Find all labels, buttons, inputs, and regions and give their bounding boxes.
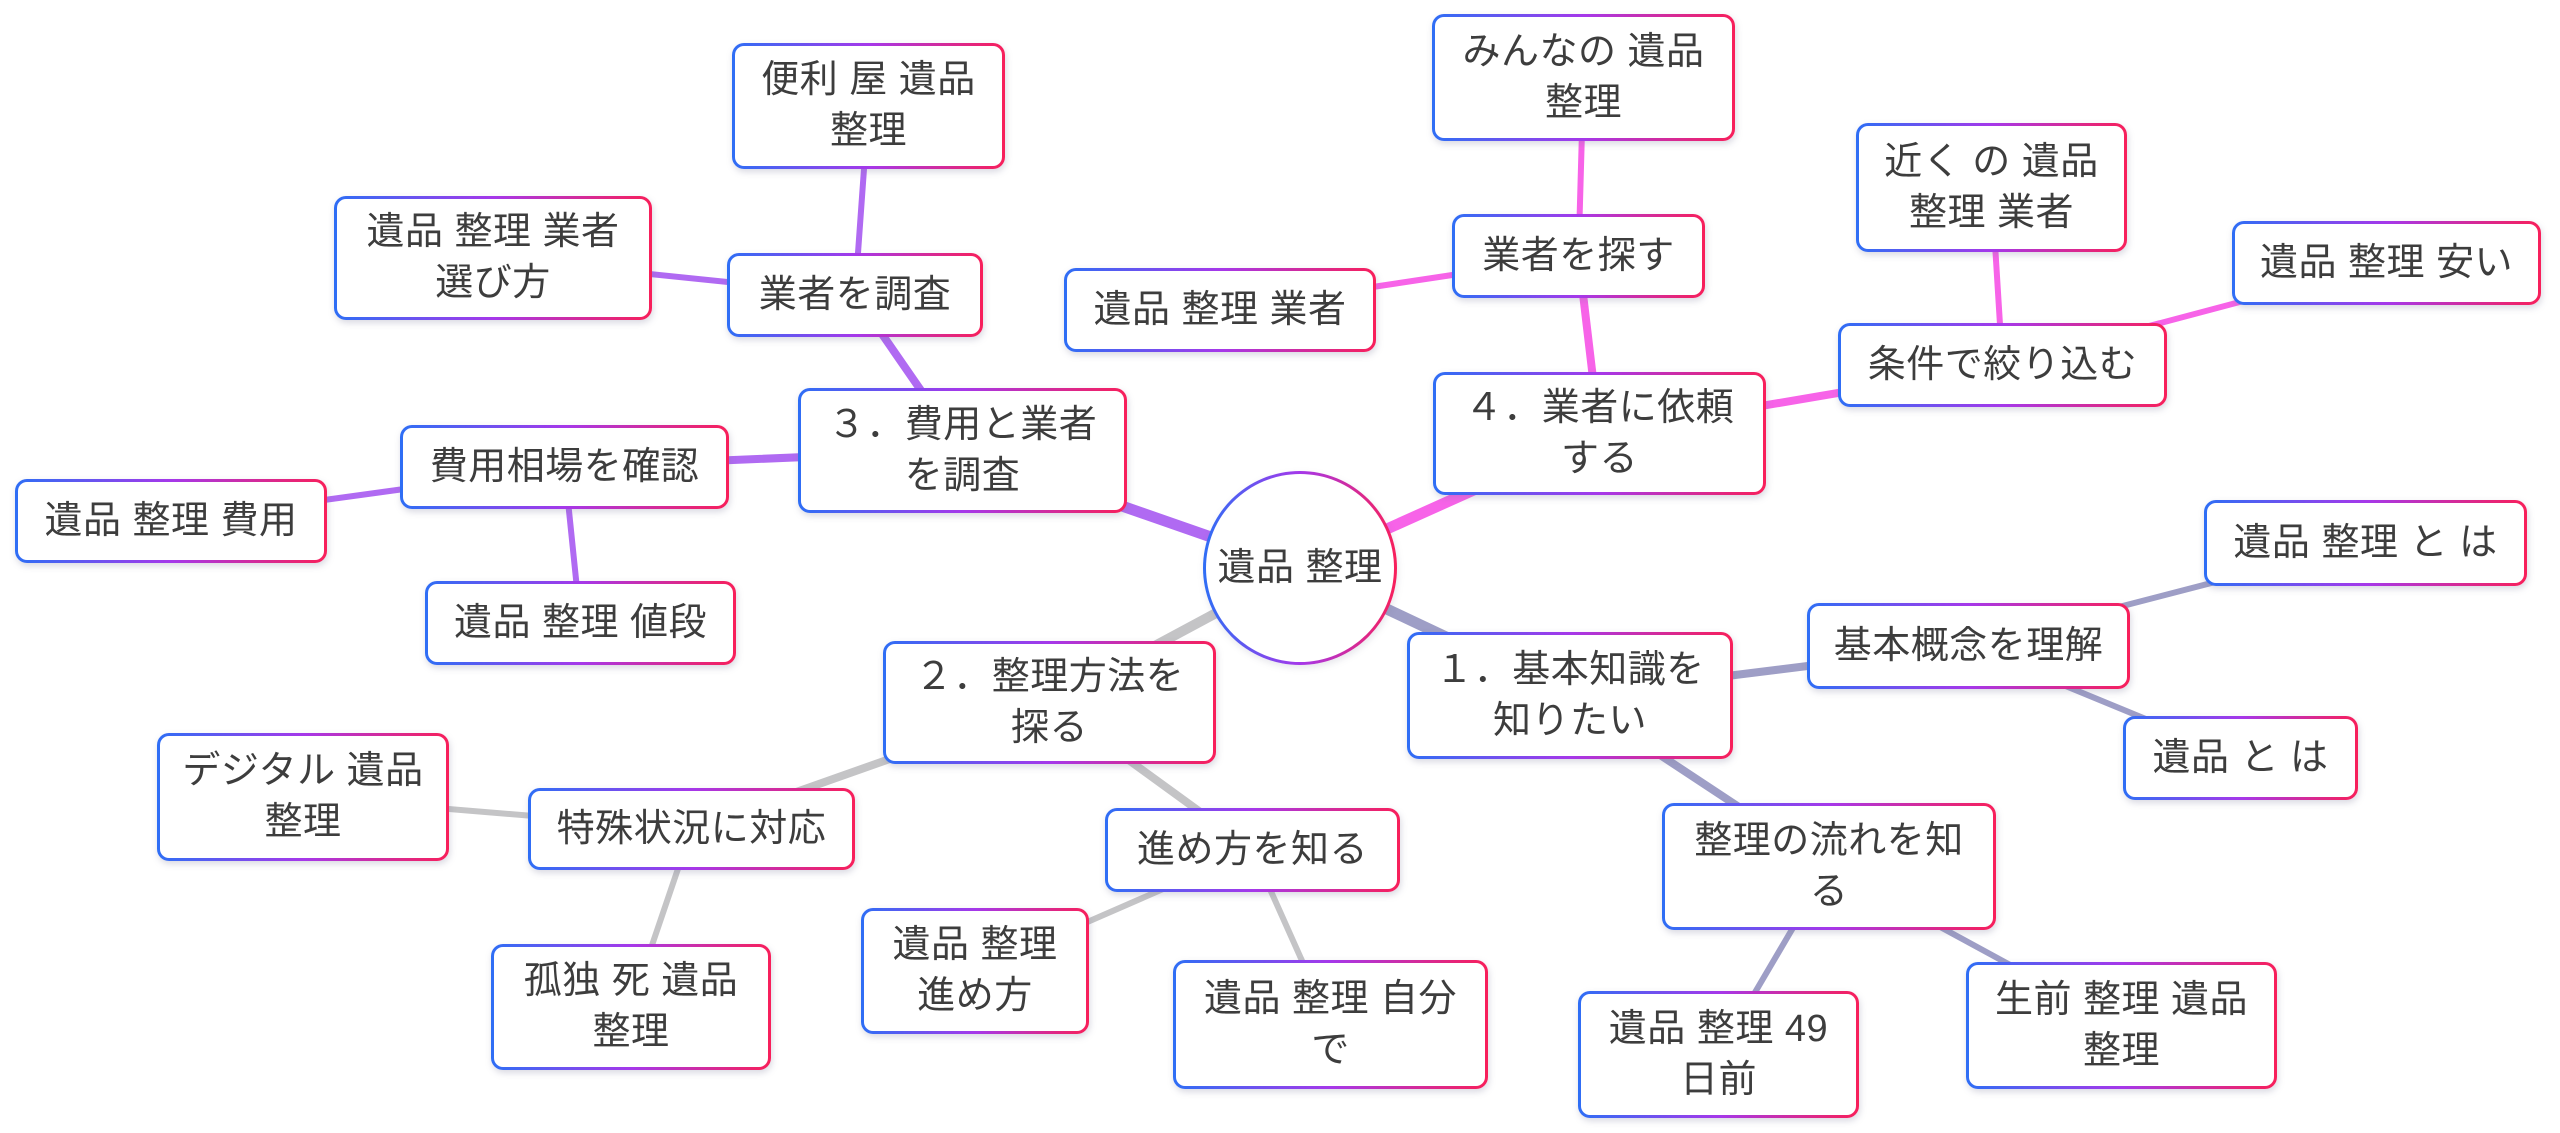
node-label: 遺品 整理	[1217, 546, 1383, 589]
node-label: デジタル 遺品 整理	[182, 750, 424, 843]
node-label: 進め方を知る	[1136, 828, 1368, 871]
node-nedan[interactable]: 遺品 整理 値段	[425, 581, 736, 665]
node-benriya[interactable]: 便利 屋 遺品 整理	[732, 43, 1005, 169]
node-label: 遺品 と は	[2152, 736, 2329, 779]
node-digital[interactable]: デジタル 遺品 整理	[157, 733, 449, 861]
node-n1[interactable]: １．基本知識を 知りたい	[1407, 632, 1733, 759]
node-nagare[interactable]: 整理の流れを知 る	[1662, 803, 1996, 930]
node-label: 遺品 整理 49 日前	[1608, 1007, 1829, 1101]
node-gyosha-chosa[interactable]: 業者を調査	[727, 253, 983, 337]
node-kodokushi[interactable]: 孤独 死 遺品 整理	[491, 944, 771, 1070]
node-susumekata[interactable]: 進め方を知る	[1105, 808, 1400, 892]
node-gyosha-kw[interactable]: 遺品 整理 業者	[1064, 268, 1376, 352]
node-gyosha-sagasu[interactable]: 業者を探す	[1452, 214, 1705, 298]
node-ihin-seiri-towa[interactable]: 遺品 整理 と は	[2204, 500, 2527, 586]
node-label: 費用相場を確認	[429, 445, 700, 488]
node-label: 業者を調査	[758, 273, 952, 316]
node-center[interactable]: 遺品 整理	[1203, 471, 1397, 665]
node-label: 基本概念を理解	[1833, 624, 2104, 667]
node-label: 遺品 整理 自分 で	[1203, 977, 1458, 1071]
node-seizen[interactable]: 生前 整理 遺品 整理	[1966, 962, 2277, 1089]
node-label: 遺品 整理 進め方	[892, 924, 1058, 1017]
node-tokushu[interactable]: 特殊状況に対応	[528, 788, 855, 870]
node-ihin-towa[interactable]: 遺品 と は	[2123, 716, 2358, 800]
node-nichi49[interactable]: 遺品 整理 49 日前	[1578, 991, 1859, 1118]
node-label: 条件で絞り込む	[1867, 343, 2138, 386]
node-label: ２．整理方法を 探る	[914, 655, 1185, 749]
node-label: 特殊状況に対応	[556, 807, 827, 850]
node-label: 孤独 死 遺品 整理	[523, 960, 739, 1053]
node-label: 遺品 整理 業者 選び方	[366, 211, 620, 304]
node-minna[interactable]: みんなの 遺品 整理	[1432, 14, 1735, 141]
node-label: 便利 屋 遺品 整理	[761, 59, 976, 152]
node-n3[interactable]: ３．費用と業者 を調査	[798, 388, 1127, 513]
node-label: 遺品 整理 費用	[44, 499, 298, 542]
node-kihon-gainen[interactable]: 基本概念を理解	[1807, 603, 2130, 689]
node-yasui[interactable]: 遺品 整理 安い	[2232, 221, 2541, 305]
node-label: 生前 整理 遺品 整理	[1994, 978, 2249, 1072]
node-label: みんなの 遺品 整理	[1462, 30, 1705, 124]
node-joken[interactable]: 条件で絞り込む	[1838, 323, 2167, 407]
node-n2[interactable]: ２．整理方法を 探る	[883, 641, 1216, 764]
node-erabikata[interactable]: 遺品 整理 業者 選び方	[334, 196, 652, 320]
node-label: 近く の 遺品 整理 業者	[1884, 140, 2099, 234]
node-chikaku[interactable]: 近く の 遺品 整理 業者	[1856, 123, 2127, 252]
node-susumekata-kw[interactable]: 遺品 整理 進め方	[861, 908, 1089, 1034]
node-jibunde[interactable]: 遺品 整理 自分 で	[1173, 960, 1488, 1089]
node-label: 業者を探す	[1482, 234, 1675, 277]
node-label: 遺品 整理 安い	[2259, 241, 2514, 284]
node-label: １．基本知識を 知りたい	[1435, 648, 1705, 742]
node-label: ４．業者に依頼 する	[1464, 386, 1735, 480]
node-label: 遺品 整理 業者	[1093, 288, 1347, 331]
node-n4[interactable]: ４．業者に依頼 する	[1433, 372, 1766, 495]
node-hiyo-soba[interactable]: 費用相場を確認	[400, 425, 729, 509]
node-hiyo[interactable]: 遺品 整理 費用	[15, 479, 327, 563]
node-label: 遺品 整理 と は	[2233, 521, 2498, 564]
node-label: ３．費用と業者 を調査	[827, 403, 1098, 497]
node-label: 遺品 整理 値段	[453, 601, 708, 644]
node-label: 整理の流れを知 る	[1694, 819, 1964, 913]
